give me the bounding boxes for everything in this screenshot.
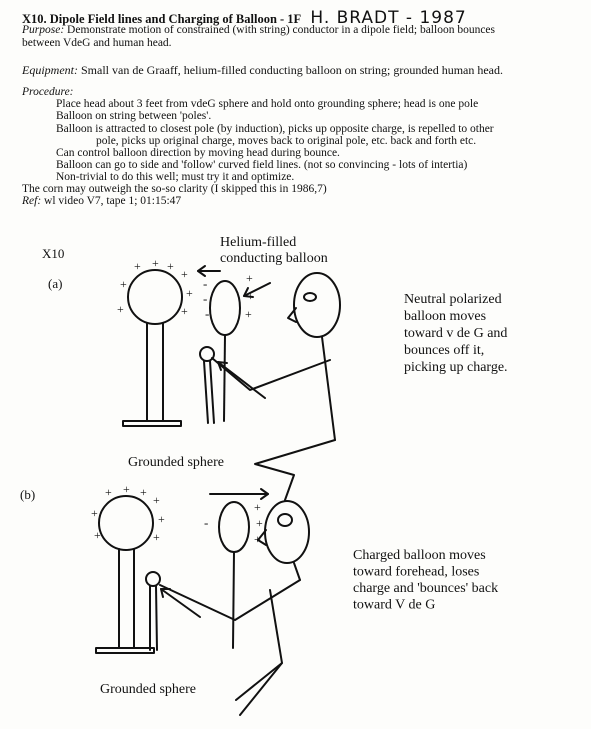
panel-b-caption-line: toward forehead, loses [353, 565, 479, 580]
balloon-label-line-1: Helium-filled [220, 235, 296, 250]
plus-charge: + [247, 289, 254, 303]
plus-charge: + [254, 532, 261, 546]
procedure-line-6: Balloon can go to side and 'follow' curv… [56, 159, 468, 171]
plus-charge: + [246, 271, 253, 285]
plus-charge: + [120, 277, 127, 291]
equipment-text: Small van de Graaff, helium-filled condu… [81, 63, 504, 77]
panel-a-caption-line: bounces off it, [404, 343, 484, 358]
plus-charge: + [123, 482, 130, 496]
balloon-b [218, 501, 250, 553]
reference-line: Ref: wl video V7, tape 1; 01:15:47 [22, 195, 182, 208]
plus-charge: + [158, 512, 165, 526]
purpose-label: Purpose: [22, 24, 65, 36]
person-eye-b [277, 513, 293, 527]
plus-charge: + [153, 493, 160, 507]
plus-charge: + [254, 500, 261, 514]
equipment-line: Equipment: Small van de Graaff, helium-f… [22, 64, 503, 76]
minus-charge: - [203, 291, 207, 306]
panel-a-sphere-label: Grounded sphere [128, 455, 224, 470]
experiment-id: X10. [22, 12, 47, 26]
purpose-line-1: Purpose: Demonstrate motion of constrain… [22, 24, 496, 37]
procedure-line-7: Non-trivial to do this well; must try it… [56, 171, 295, 183]
handwritten-author-note: H. BRADT - 1987 [310, 8, 467, 28]
procedure-line-1: Place head about 3 feet from vdeG sphere… [56, 98, 479, 110]
plus-charge: + [94, 528, 101, 542]
plus-charge: + [167, 259, 174, 273]
panel-a-caption-line: Neutral polarized [404, 292, 502, 307]
plus-charge: + [105, 485, 112, 499]
panel-a-drawing [122, 265, 341, 441]
panel-b-sphere-label: Grounded sphere [100, 682, 196, 697]
procedure-label: Procedure: [22, 86, 74, 98]
plus-charge: + [181, 267, 188, 281]
minus-charge: - [205, 306, 209, 321]
person-head-b [264, 500, 310, 564]
experiment-heading: Dipole Field lines and Charging of Ballo… [49, 12, 302, 26]
figure-label: X10 [42, 246, 64, 261]
procedure-line-5: Can control balloon direction by moving … [56, 147, 340, 159]
vdg-sphere-a [127, 269, 183, 325]
person-eye-a [303, 292, 317, 302]
minus-charge: - [204, 515, 208, 530]
plus-charge: + [152, 256, 159, 270]
panel-b-caption-line: toward V de G [353, 598, 435, 613]
purpose-text-1: Demonstrate motion of constrained (with … [67, 24, 496, 36]
panel-a-caption-line: picking up charge. [404, 360, 508, 375]
panel-a-caption-line: toward v de G and [404, 326, 507, 341]
plus-charge: + [117, 302, 124, 316]
panel-b-drawing [95, 488, 310, 716]
panel-a-caption-line: balloon moves [404, 309, 486, 324]
minus-charge: - [203, 276, 207, 291]
reference-label: Ref: [22, 195, 42, 207]
person-leg-a [254, 439, 336, 501]
plus-charge: + [186, 286, 193, 300]
reference-text: wl video V7, tape 1; 01:15:47 [44, 195, 182, 207]
equipment-label: Equipment: [22, 63, 78, 77]
panel-b-caption-line: charge and 'bounces' back [353, 581, 498, 596]
purpose-line-2: between VdeG and human head. [22, 37, 172, 49]
plus-charge: + [153, 530, 160, 544]
procedure-line-2: Balloon on string between 'poles'. [56, 110, 212, 122]
procedure-line-3: Balloon is attracted to closest pole (by… [56, 123, 494, 135]
grounding-sphere-a [199, 346, 215, 362]
person-head-a [293, 272, 341, 338]
panel-b-label: (b) [20, 487, 35, 502]
plus-charge: + [140, 485, 147, 499]
balloon-label-line-2: conducting balloon [220, 251, 328, 266]
plus-charge: + [91, 506, 98, 520]
grounding-sphere-b [145, 571, 161, 587]
plus-charge: + [256, 516, 263, 530]
panel-a-label: (a) [48, 276, 62, 291]
document-title: X10. Dipole Field lines and Charging of … [22, 10, 467, 27]
procedure-line-4: pole, picks up original charge, moves ba… [96, 135, 477, 147]
plus-charge: + [245, 307, 252, 321]
plus-charge: + [134, 259, 141, 273]
plus-charge: + [181, 304, 188, 318]
balloon-a [209, 280, 241, 336]
vdg-sphere-b [98, 495, 154, 551]
panel-b-caption-line: Charged balloon moves [353, 548, 486, 563]
procedure-line-8: The corn may outweigh the so-so clarity … [22, 183, 327, 195]
